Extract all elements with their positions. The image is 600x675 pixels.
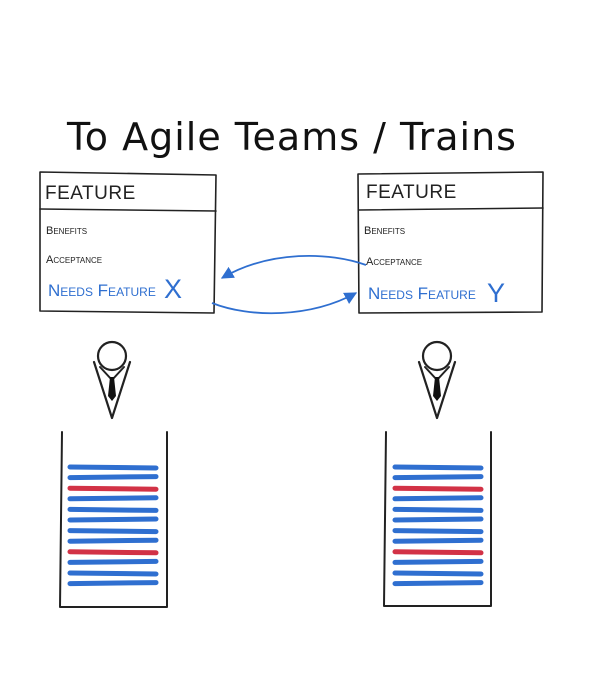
backlog-lines — [392, 464, 484, 587]
card-acceptance-label: Acceptance — [366, 256, 422, 268]
backlog-item-blue — [392, 537, 484, 544]
backlog-item-blue — [392, 528, 484, 535]
dependency-arrow-right-icon — [211, 292, 358, 315]
backlog-item-blue — [392, 506, 484, 513]
backlog-item-red — [67, 485, 159, 492]
backlog-item-blue — [392, 474, 484, 481]
diagram-title: To Agile Teams / Trains — [66, 115, 517, 159]
feature-card-left: FEATURE Benefits Acceptance Needs Featur… — [39, 171, 217, 314]
card-header: FEATURE — [366, 182, 457, 203]
backlog-item-blue — [67, 474, 159, 481]
card-needs-feature-target: Y — [487, 278, 505, 308]
backlog-item-blue — [392, 464, 484, 471]
card-needs-feature-label: Needs Feature — [48, 281, 156, 300]
backlog-item-blue — [67, 464, 159, 471]
backlog-item-blue — [67, 495, 159, 502]
backlog-icon — [383, 431, 492, 607]
dependency-arrow-left-icon — [220, 254, 367, 279]
person-icon — [417, 340, 457, 420]
card-benefits-label: Benefits — [364, 225, 405, 237]
backlog-item-blue — [392, 580, 484, 587]
card-needs-feature-target: X — [164, 274, 182, 304]
backlog-item-blue — [392, 570, 484, 577]
backlog-icon — [59, 431, 168, 608]
backlog-item-blue — [392, 495, 484, 502]
backlog-item-blue — [67, 537, 159, 544]
card-header: FEATURE — [45, 183, 136, 204]
backlog-item-blue — [67, 580, 159, 587]
backlog-item-blue — [67, 528, 159, 535]
backlog-item-blue — [392, 558, 484, 565]
backlog-item-red — [392, 549, 484, 556]
backlog-item-red — [392, 485, 484, 492]
person-icon — [92, 340, 132, 420]
backlog-item-blue — [67, 558, 159, 565]
card-acceptance-label: Acceptance — [46, 254, 102, 266]
backlog-item-blue — [392, 516, 484, 523]
backlog-item-red — [67, 549, 159, 556]
backlog-item-blue — [67, 570, 159, 577]
backlog-lines — [67, 464, 159, 587]
backlog-item-blue — [67, 516, 159, 523]
feature-card-right: FEATURE Benefits Acceptance Needs Featur… — [357, 171, 544, 314]
card-needs-feature-label: Needs Feature — [368, 284, 476, 303]
card-benefits-label: Benefits — [46, 225, 87, 237]
backlog-item-blue — [67, 506, 159, 513]
